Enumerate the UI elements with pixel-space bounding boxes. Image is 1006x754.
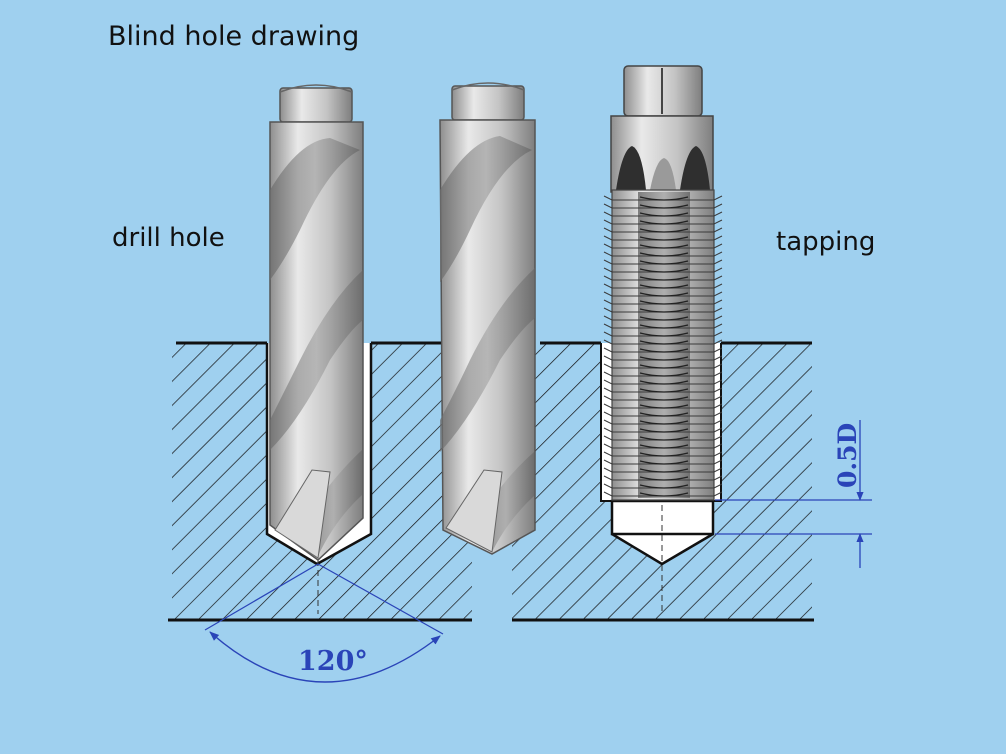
thread-crest <box>639 364 689 369</box>
thread-crest <box>639 260 689 265</box>
thread-crest <box>639 444 689 449</box>
angle-value: 120° <box>298 646 368 677</box>
thread-crest <box>639 340 689 345</box>
thread-crest <box>639 388 689 393</box>
thread-crest <box>639 292 689 297</box>
thread-crest <box>639 372 689 377</box>
depth-value: 0.5D <box>833 423 862 488</box>
depth-dimension: 0.5D <box>715 420 872 568</box>
thread-crest <box>639 228 689 233</box>
thread-crest <box>639 324 689 329</box>
thread-crest <box>639 308 689 313</box>
drill-hole-label: drill hole <box>112 223 225 253</box>
angle-dimension: 120° <box>204 563 444 683</box>
right-block-hatch <box>512 343 812 620</box>
thread-crest <box>639 212 689 217</box>
tap-tool <box>603 65 723 501</box>
thread-crest <box>639 380 689 385</box>
tap-threads <box>603 195 723 497</box>
thread-crest <box>639 452 689 457</box>
thread-crest <box>639 244 689 249</box>
thread-crest <box>639 484 689 489</box>
thread-crest <box>639 476 689 481</box>
thread-crest <box>639 220 689 225</box>
thread-crest <box>639 236 689 241</box>
thread-crest <box>639 428 689 433</box>
thread-crest <box>639 204 689 209</box>
thread-crest <box>639 460 689 465</box>
thread-crest <box>639 252 689 257</box>
thread-crest <box>639 436 689 441</box>
thread-crest <box>639 468 689 473</box>
drill-bit-in-hole <box>269 84 364 561</box>
thread-crest <box>639 492 689 497</box>
left-block-hatch <box>172 343 472 620</box>
thread-crest <box>639 268 689 273</box>
drill-bit-standalone <box>439 82 536 555</box>
thread-crest <box>639 356 689 361</box>
tapping-label: tapping <box>776 227 875 257</box>
thread-crest <box>639 348 689 353</box>
thread-crest <box>639 396 689 401</box>
thread-crest <box>639 284 689 289</box>
thread-crest <box>639 332 689 337</box>
thread-crest <box>639 196 689 201</box>
thread-crest <box>639 404 689 409</box>
diagram-title: Blind hole drawing <box>108 21 359 52</box>
thread-crest <box>639 276 689 281</box>
thread-crest <box>639 420 689 425</box>
thread-crest <box>639 300 689 305</box>
thread-crest <box>639 412 689 417</box>
thread-crest <box>639 316 689 321</box>
